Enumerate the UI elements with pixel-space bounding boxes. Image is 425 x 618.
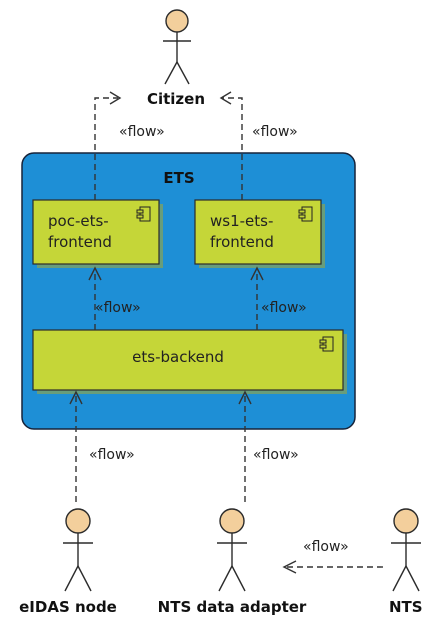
ets-backend-label: ets-backend: [132, 348, 224, 366]
ets-backend-component: [32, 329, 344, 391]
citizen-actor-icon: [163, 9, 191, 85]
eidas-node-actor-icon: [63, 508, 93, 592]
flow-label: «flow»: [252, 124, 298, 140]
poc-ets-frontend-label-line1: poc-ets-: [48, 212, 109, 230]
arrowheads: [69, 91, 297, 574]
flow-edge-poc-to-citizen: [94, 97, 118, 200]
flow-label: «flow»: [261, 300, 307, 316]
ets-package-title: ETS: [163, 169, 194, 187]
nts-actor-icon: [391, 508, 421, 592]
flow-label: «flow»: [303, 539, 349, 555]
component-icon: [319, 336, 334, 352]
ws1-ets-frontend-label-line2: frontend: [210, 233, 274, 251]
component-icon: [298, 206, 313, 222]
poc-ets-frontend-label-line2: frontend: [48, 233, 112, 251]
flow-edge-ws1-to-citizen: [222, 97, 243, 200]
nts-actor-label: NTS: [389, 598, 423, 616]
flow-label: «flow»: [119, 124, 165, 140]
citizen-actor-label: Citizen: [147, 90, 205, 108]
flow-label: «flow»: [253, 447, 299, 463]
component-icon: [136, 206, 151, 222]
flow-label: «flow»: [89, 447, 135, 463]
nts-data-adapter-actor-icon: [217, 508, 247, 592]
ws1-ets-frontend-label-line1: ws1-ets-: [210, 212, 273, 230]
flow-label: «flow»: [95, 300, 141, 316]
nts-data-adapter-actor-label: NTS data adapter: [158, 598, 307, 616]
eidas-node-actor-label: eIDAS node: [19, 598, 117, 616]
